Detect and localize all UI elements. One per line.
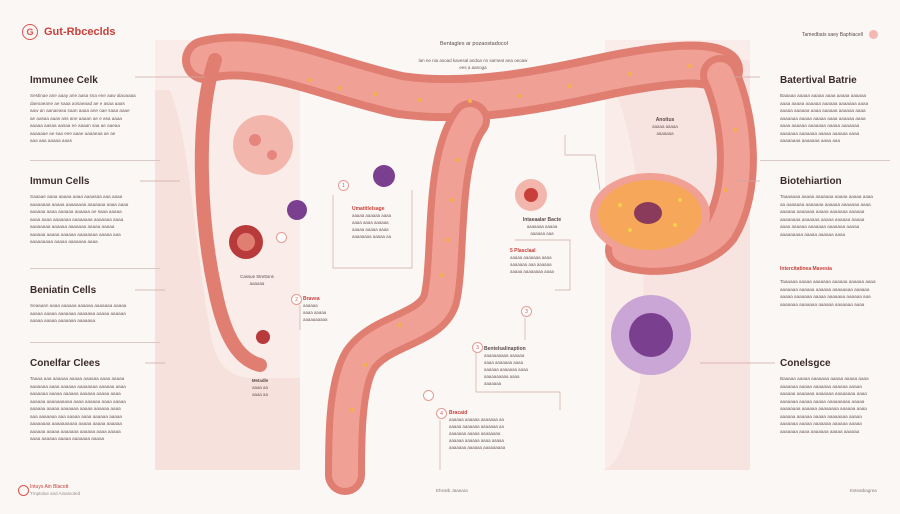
left-section-1: Immunee Celk Sestinae ane aaay ane aasa … — [30, 75, 150, 145]
small-cell — [256, 330, 270, 344]
section-text: Taaaaaa aaaaa aaaaaaa aaaaaa aaaaaa aaaa… — [780, 279, 876, 307]
section-text: Taaaa aaa aaaaaa aaaaa aaaaaa aaaa aaaaa… — [30, 376, 126, 441]
callout-number-3: 3 — [521, 306, 532, 317]
gut-icon: G — [22, 24, 38, 40]
right-section-4: Conelsgce Baaaaa aaaaa aaaaaaa aaaaa aaa… — [780, 358, 890, 435]
section-heading: Beniatin Cells — [30, 285, 97, 296]
app-title: Gut-Rbceclds — [44, 26, 116, 38]
immune-cell-purple-1 — [287, 200, 307, 220]
footer-center-text: Eheatb Jaaeara — [436, 488, 468, 493]
left-section-2: Immun Cells Saaaae aaaa aaaaa aaaa aaaas… — [30, 176, 150, 246]
section-heading: Intercitatinea Mavesia — [780, 266, 832, 272]
section-heading: Conelsgce — [780, 358, 831, 369]
callout-number-1: 1 — [338, 180, 349, 191]
callout-number-4: 4 — [436, 408, 447, 419]
marker-number — [276, 232, 287, 243]
callout-number-2: 2 — [291, 294, 302, 305]
macrophage — [611, 295, 691, 375]
colon-cross-section — [590, 173, 710, 257]
right-section-3: Intercitatinea Mavesia Taaaaaa aaaaa aaa… — [780, 266, 890, 308]
right-section-1: Batertival Batrie Baaaaa aaaaa aaaaa aaa… — [780, 75, 890, 145]
footer-title: Intuys Ain Blacott — [30, 484, 69, 490]
right-section-2: Biotehiartion Taaaaaaa aaaaa aaaaaaa aaa… — [780, 176, 890, 238]
divider — [30, 268, 160, 269]
badge-icon — [868, 30, 878, 39]
left-section-4: Conelfar Clees Taaaa aaa aaaaaa aaaaa aa… — [30, 358, 150, 443]
cell-cluster — [233, 115, 293, 175]
callout-number-3b: 3 — [472, 342, 483, 353]
section-text: Seaaaan aaaa aaaaaa aaaaaa aaaaaaa aaaaa… — [30, 303, 127, 323]
divider — [30, 342, 160, 343]
diagram-subtitle: lan ne nia asoad kavesal andoa nn sameat… — [418, 58, 528, 70]
section-heading: Conelfar Clees — [30, 358, 101, 369]
footer-logo-icon — [18, 485, 29, 496]
section-text: Sestinae ane aaay ane aasa sna ene aaw a… — [30, 93, 136, 143]
section-heading: Biotehiartion — [780, 176, 842, 187]
pink-cell — [515, 179, 547, 211]
callout-8: Cassue Strettons aaaaaa — [240, 274, 274, 286]
diagram-title: Bentagles ar pozaostadocol — [440, 41, 508, 47]
red-cell — [229, 225, 263, 259]
top-right-label: Tamedbats saey Baphiacell — [802, 30, 878, 39]
left-section-3: Beniatin Cells Seaaaan aaaa aaaaaa aaaaa… — [30, 285, 150, 325]
ascending-colon — [194, 53, 267, 372]
immune-cell-purple-2 — [373, 165, 395, 187]
app-brand: G Gut-Rbceclds — [22, 24, 116, 40]
section-heading: Immunee Celk — [30, 75, 98, 86]
footer-subtitle: Trnptolue and Ainamoted — [30, 491, 81, 496]
divider — [760, 160, 890, 161]
section-heading: Batertival Batrie — [780, 75, 857, 86]
footer-right-text: Esteatbagrea — [850, 488, 877, 493]
section-heading: Immun Cells — [30, 176, 90, 187]
callout-number-4a — [423, 390, 434, 401]
divider — [30, 160, 160, 161]
